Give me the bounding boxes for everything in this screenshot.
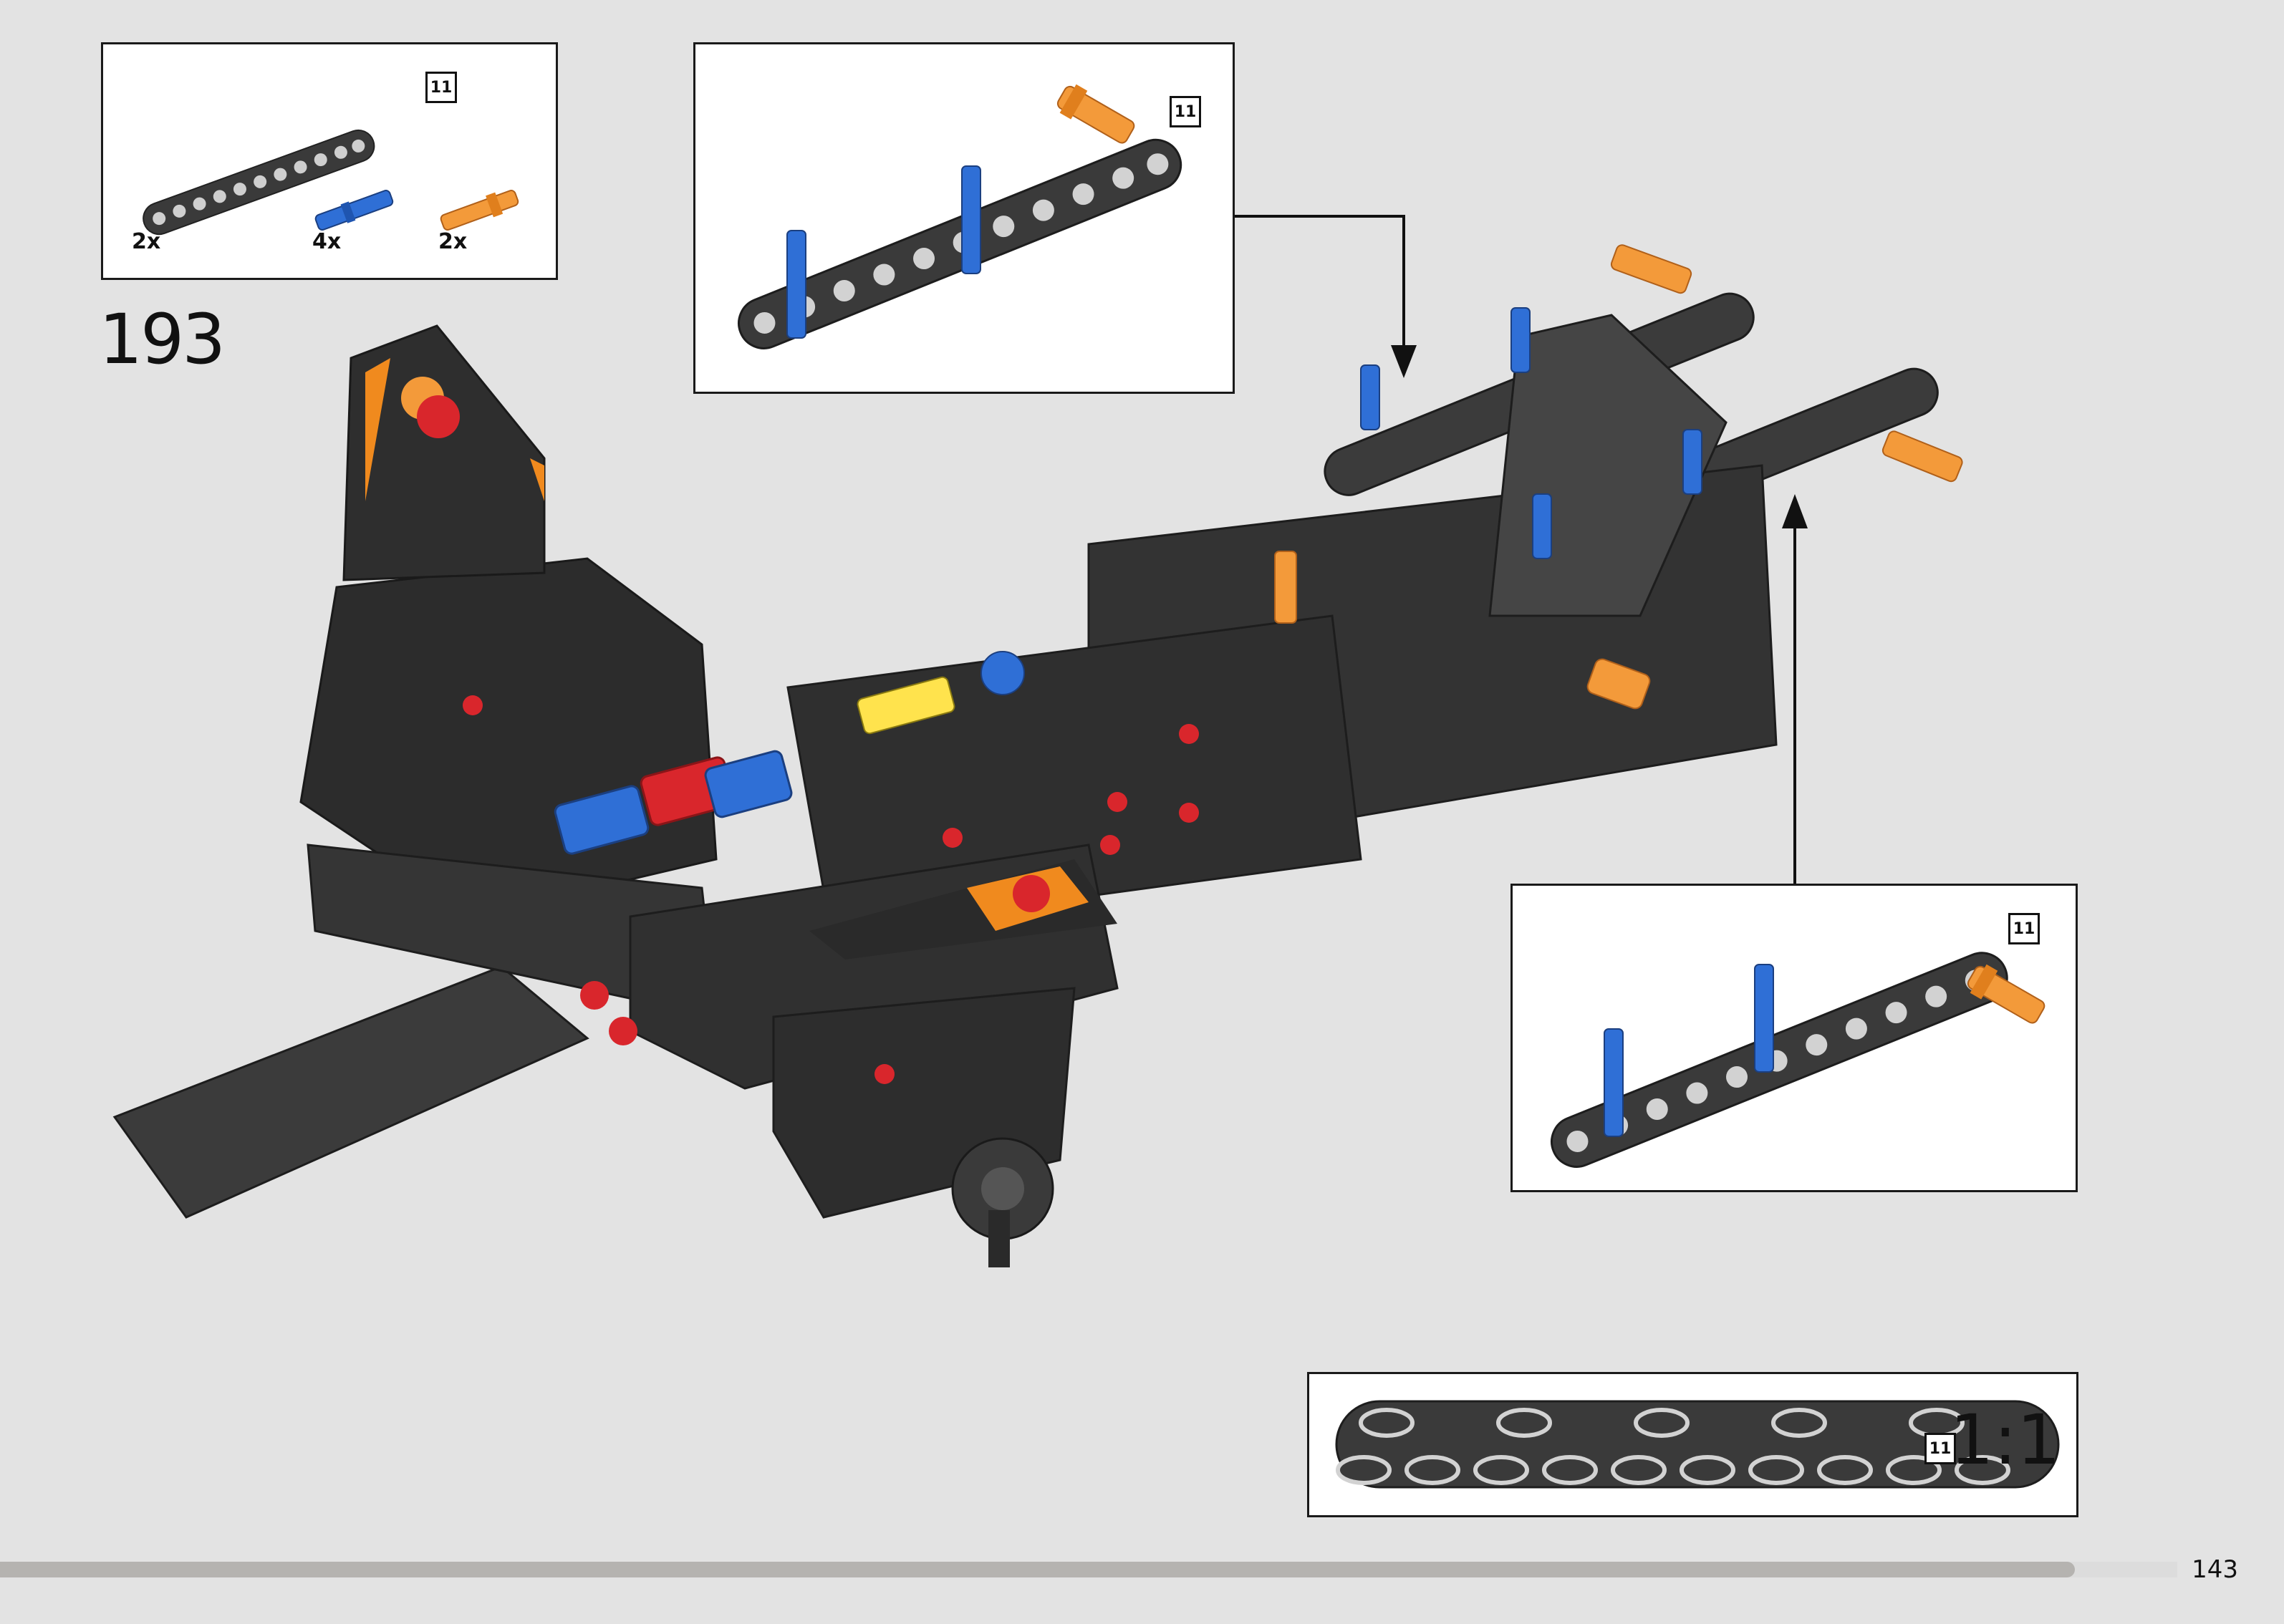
scale-length-badge: 11 — [1924, 1433, 1956, 1464]
callout-top-box: 11 — [693, 42, 1235, 394]
axle-pin-blue-part-icon — [314, 190, 394, 231]
callout-top-length-badge: 11 — [1170, 96, 1201, 127]
axle-pin-blue-quantity: 4x — [312, 229, 342, 254]
callout-right-subassembly — [1551, 952, 2046, 1168]
callout-top-subassembly — [738, 84, 1182, 349]
step-number: 193 — [99, 299, 226, 380]
page-number: 143 — [2192, 1555, 2238, 1584]
beam-length-badge: 11 — [425, 72, 457, 103]
parts-list-box: 11 2x 4x — [101, 42, 558, 280]
callout-right-length-badge: 11 — [2008, 913, 2040, 944]
beam-11-quantity: 2x — [132, 229, 161, 254]
scale-reference-box: 11 1:1 — [1307, 1372, 2078, 1517]
scale-label: 1:1 — [1950, 1400, 2061, 1480]
beam-11-scale-drawing — [1335, 1400, 2060, 1489]
page-progress-bar — [0, 1562, 2177, 1577]
axle-pin-orange-quantity: 2x — [438, 229, 468, 254]
axle-pin-orange-part-icon — [440, 190, 519, 231]
callout-right-box: 11 — [1510, 884, 2078, 1192]
page-progress-fill — [0, 1562, 2076, 1577]
beam-11-part-icon — [143, 129, 375, 236]
